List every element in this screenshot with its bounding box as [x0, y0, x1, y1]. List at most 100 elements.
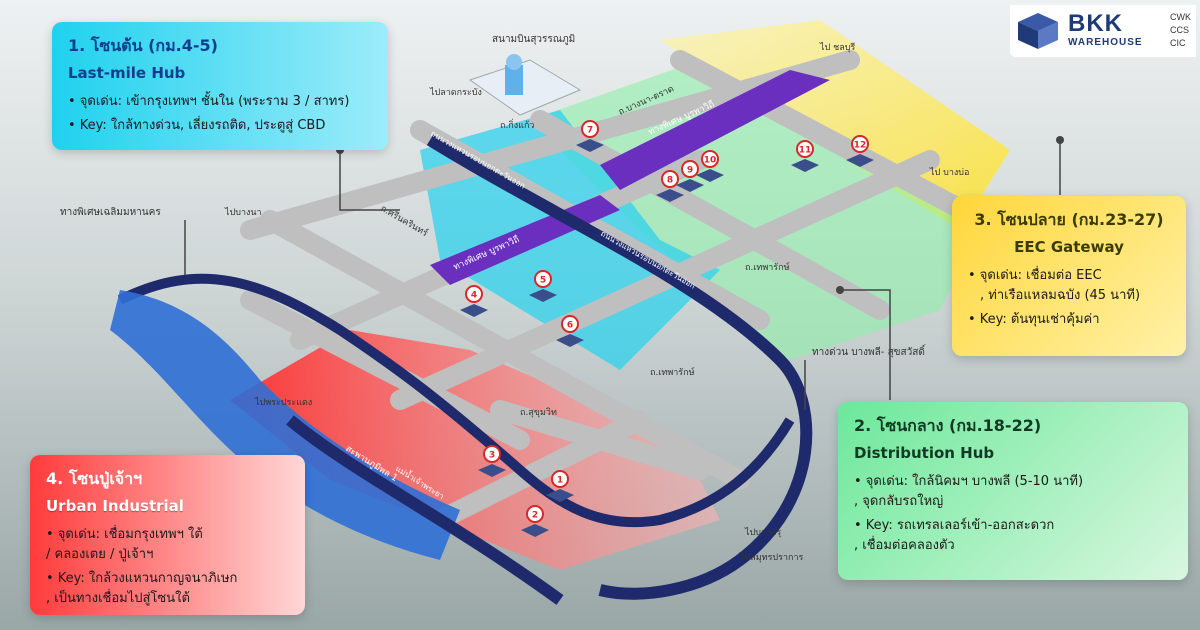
- warehouse-pin: 9: [676, 160, 704, 192]
- warehouse-number: 5: [540, 276, 546, 286]
- warehouse-building-icon: [460, 304, 488, 317]
- airport-icon: [468, 54, 582, 116]
- warehouse-building-icon: [676, 179, 704, 192]
- warehouse-number: 4: [471, 291, 477, 301]
- warehouse-pin: 5: [529, 270, 557, 302]
- zone-point: , จุดกลับรถใหญ่: [854, 494, 944, 509]
- zone-subtitle: EEC Gateway: [1014, 238, 1124, 256]
- warehouse-building-icon: [791, 159, 819, 172]
- burapha-expressway: [600, 70, 830, 190]
- warehouse-pin: 4: [460, 285, 488, 317]
- brand-code: CCS: [1170, 25, 1190, 35]
- zone-title: 1. โซนต้น (กม.4-5): [68, 36, 218, 55]
- warehouse-pin: 2: [521, 505, 549, 537]
- warehouse-building-icon: [846, 154, 874, 167]
- label-to-samutprakan: ไปสมุทรปราการ: [739, 552, 804, 563]
- warehouse-number: 6: [567, 321, 573, 331]
- bhumibol-bridge: [286, 415, 564, 605]
- warehouse-pin: 7: [576, 120, 604, 152]
- warehouse-pin: 1: [546, 470, 574, 502]
- label-to-latkrabang: ไปลาดกระบัง: [429, 87, 482, 98]
- warehouse-number: 10: [704, 156, 717, 166]
- warehouse-building-icon: [521, 524, 549, 537]
- chao-phraya-river: [110, 290, 460, 560]
- map-pin-icon: [534, 270, 552, 288]
- warehouse-building-icon: [546, 489, 574, 502]
- bkk-warehouse-logo: BKK WAREHOUSE CWK CCS CIC: [1010, 5, 1196, 57]
- map-pin-icon: [681, 160, 699, 178]
- zone-title: 2. โซนกลาง (กม.18-22): [854, 416, 1042, 435]
- zone-subtitle: Urban Industrial: [46, 497, 184, 515]
- warehouse-building-icon: [556, 334, 584, 347]
- warehouse-number: 12: [854, 141, 867, 151]
- warehouse-number: 9: [687, 166, 693, 176]
- label-to-bangkhru: ไปบางครุ: [744, 527, 781, 538]
- zone-subtitle: Distribution Hub: [854, 444, 995, 462]
- zone-point: / คลองเตย / ปู่เจ้าฯ: [46, 547, 154, 562]
- label-expressway-bangphli: ทางด่วน บางพลี- สุขสวัสดิ์: [812, 344, 926, 358]
- warehouse-pin: 3: [478, 445, 506, 477]
- zone-point: , เชื่อมต่อคลองตัว: [854, 538, 955, 553]
- map-pin-icon: [551, 470, 569, 488]
- zone-panel-distribution-hub: 2. โซนกลาง (กม.18-22) Distribution Hub •…: [838, 402, 1188, 580]
- label-to-bangna: ไปบางนา: [224, 207, 262, 218]
- zone-point: • Key: ใกล้วงแหวนกาญจนาภิเษก: [46, 571, 238, 586]
- zone-panel-eec-gateway: 3. โซนปลาย (กม.23-27) EEC Gateway • จุดเ…: [952, 196, 1186, 356]
- zone-point: • Key: ต้นทุนเช่าคุ้มค่า: [968, 312, 1100, 327]
- warehouse-pin: 11: [791, 140, 819, 172]
- label-thepharak: ถ.เทพารักษ์: [745, 261, 790, 273]
- warehouse-number: 7: [587, 126, 593, 136]
- warehouse-building-icon: [696, 169, 724, 182]
- warehouse-pin: 12: [846, 135, 874, 167]
- warehouse-number: 1: [557, 476, 563, 486]
- zone-point: • Key: ใกล้ทางด่วน, เลี่ยงรถติด, ประตูสู…: [68, 118, 326, 133]
- map-pin-icon: [701, 150, 719, 168]
- brand-codes: CWK CCS CIC: [1170, 11, 1191, 50]
- warehouse-number: 3: [489, 451, 495, 461]
- warehouse-number: 8: [667, 176, 673, 186]
- panel-leader-lines: [184, 140, 1061, 410]
- warehouse-number: 11: [799, 146, 812, 156]
- warehouse-building-icon: [656, 189, 684, 202]
- zone-title: 4. โซนปู่เจ้าฯ: [46, 469, 143, 488]
- zone-panel-urban-industrial: 4. โซนปู่เจ้าฯ Urban Industrial • จุดเด่…: [30, 455, 305, 615]
- label-to-phrapradaeng: ไปพระประแดง: [254, 397, 312, 408]
- map-pin-icon: [661, 170, 679, 188]
- map-pin-icon: [483, 445, 501, 463]
- warehouse-cube-icon: [1018, 13, 1058, 49]
- warehouse-pin: 6: [556, 315, 584, 347]
- brand-subtitle: WAREHOUSE: [1068, 37, 1143, 48]
- warehouse-building-icon: [529, 289, 557, 302]
- zone-point: • Key: รถเทรลเลอร์เข้า-ออกสะดวก: [854, 518, 1055, 533]
- zone-point: • จุดเด่น: เชื่อมต่อ EEC: [968, 268, 1102, 283]
- zone-panel-last-mile: 1. โซนต้น (กม.4-5) Last-mile Hub • จุดเด…: [52, 22, 388, 150]
- label-kingkaew: ถ.กิ่งแก้ว: [500, 118, 534, 131]
- label-expressway-chaloem: ทางพิเศษเฉลิมมหานคร: [60, 207, 161, 218]
- zone-area-green: [530, 60, 980, 360]
- map-pin-icon: [526, 505, 544, 523]
- zone-point: , เป็นทางเชื่อมไปสู่โซนใต้: [46, 591, 190, 606]
- map-pin-icon: [561, 315, 579, 333]
- zone-point: • จุดเด่น: เชื่อมกรุงเทพฯ ใต้: [46, 527, 203, 542]
- zone-point: • จุดเด่น: ใกล้นิคมฯ บางพลี (5-10 นาที): [854, 474, 1084, 489]
- zone-area-yellow: [660, 20, 1010, 230]
- map-pin-icon: [581, 120, 599, 138]
- warehouse-building-icon: [576, 139, 604, 152]
- zone-point: • จุดเด่น: เข้ากรุงเทพฯ ชั้นใน (พระราม 3…: [68, 94, 350, 109]
- label-to-chonburi: ไป ชลบุรี: [819, 42, 855, 53]
- brand-code: CWK: [1170, 12, 1191, 22]
- warehouse-pin: 10: [696, 150, 724, 182]
- label-to-bangbo: ไป บางบ่อ: [929, 167, 969, 178]
- outer-ring-road: [426, 134, 813, 600]
- warehouse-number: 2: [532, 511, 538, 521]
- zone-title: 3. โซนปลาย (กม.23-27): [974, 210, 1164, 229]
- label-theparak-2: ถ.เทพารักษ์: [650, 366, 695, 378]
- map-pin-icon: [465, 285, 483, 303]
- label-sukhumvit: ถ.สุขุมวิท: [520, 407, 557, 418]
- map-pin-icon: [796, 140, 814, 158]
- brand-name: BKK: [1068, 10, 1123, 37]
- map-pin-icon: [851, 135, 869, 153]
- airport-label: สนามบินสุวรรณภูมิ: [492, 34, 575, 45]
- warehouse-building-icon: [478, 464, 506, 477]
